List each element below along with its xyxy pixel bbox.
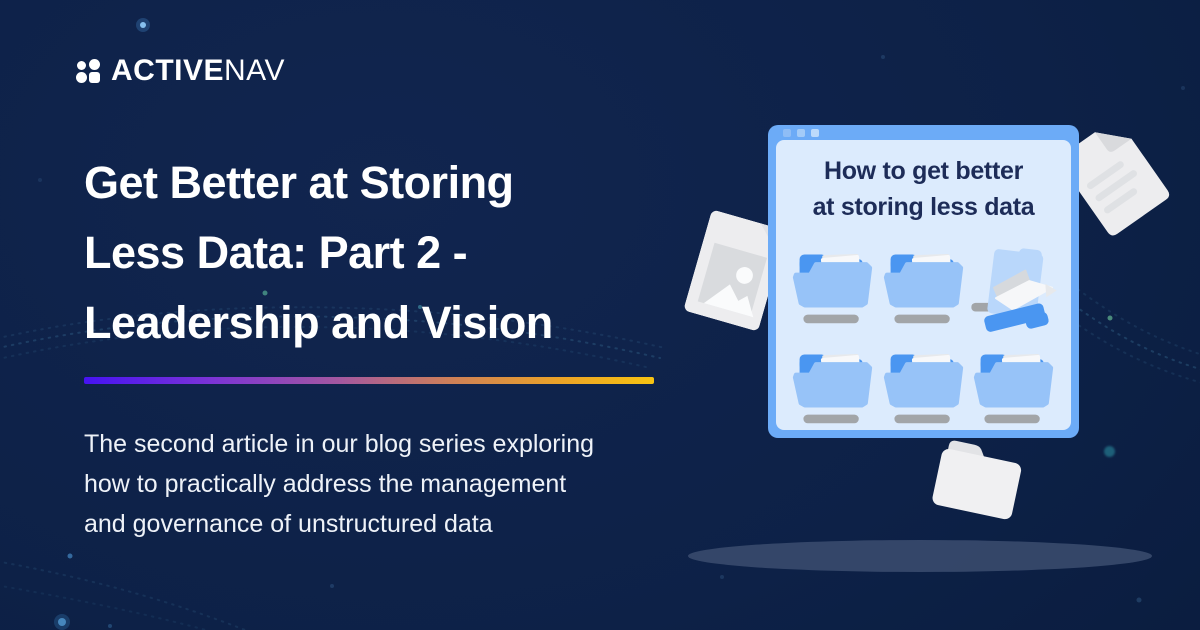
window-dot-icon [783,129,791,137]
open-folder-icon [971,344,1057,428]
teal-glow-dot [1104,446,1115,457]
brand-logo: ACTIVENAV [76,54,285,88]
window-content: How to get better at storing less data [776,140,1071,430]
gradient-divider [84,377,654,384]
mark-dot-2 [89,58,100,70]
folder-row-2 [790,344,1057,428]
mark-dot-1 [77,60,86,70]
open-folder-icon [790,244,876,328]
page-title: Get Better at Storing Less Data: Part 2 … [84,157,553,348]
mark-square [89,71,100,83]
illustration: How to get better at storing less data [680,110,1200,610]
window-title: How to get better at storing less data [812,157,1035,221]
window-controls [783,129,819,137]
window-dot-icon [811,129,819,137]
mark-dot-3 [76,71,87,83]
ground-shadow-ellipse [688,540,1152,572]
glow-dots [38,18,1185,630]
window-dot-icon [797,129,805,137]
open-folder-icon [881,244,967,328]
page-subtitle: The second article in our blog series ex… [84,430,594,538]
logo-text-nav: NAV [224,54,285,87]
open-folder-icon [881,344,967,428]
closed-folder-icon [925,431,1031,525]
logo-wordmark: ACTIVENAV [111,54,285,88]
opening-folder-icon [971,244,1057,339]
logo-text-active: ACTIVE [111,54,225,87]
browser-window: How to get better at storing less data [768,125,1079,438]
open-folder-icon [790,344,876,428]
folder-row-1 [790,244,1057,339]
activenav-mark-icon [76,58,101,84]
